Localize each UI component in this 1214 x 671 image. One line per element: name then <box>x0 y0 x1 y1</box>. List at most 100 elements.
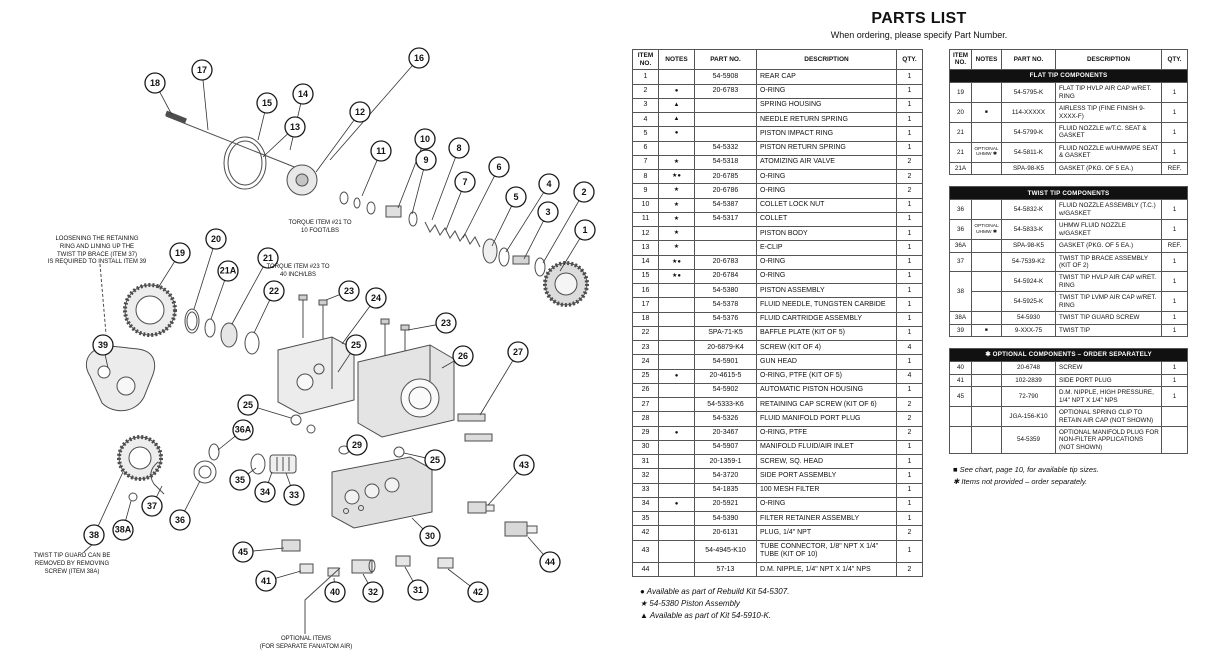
callout-leader-line <box>361 160 378 197</box>
callout-circle <box>424 449 446 471</box>
cell-desc: NEEDLE RETURN SPRING <box>756 112 897 128</box>
callout-circle <box>141 495 163 517</box>
cell-item: 5 <box>632 126 659 142</box>
callout-circle <box>205 228 227 250</box>
cell-qty: 1 <box>896 268 923 285</box>
callout-circle <box>217 260 239 282</box>
callout-circle <box>573 181 595 203</box>
cell-desc: BAFFLE PLATE (KIT OF 5) <box>756 325 897 342</box>
cell-qty: 1 <box>896 439 923 456</box>
cell-qty: 1 <box>1160 361 1189 375</box>
cell-notes <box>658 283 695 299</box>
banner-row: ✱ OPTIONAL COMPONENTS – ORDER SEPARATELY <box>948 347 1189 363</box>
callout-number: 12 <box>355 107 365 117</box>
cell-notes <box>658 140 695 156</box>
callout-number: 1 <box>582 225 587 235</box>
cell-part: 54-5908 <box>694 69 757 85</box>
callout-leader-line <box>403 452 426 459</box>
cell-part: 102-2839 <box>1001 373 1056 388</box>
callout-number: 15 <box>262 98 272 108</box>
callout-35: 35 <box>229 467 257 491</box>
callout-38: 38 <box>83 471 124 546</box>
cell-item: 35 <box>632 511 659 527</box>
cell-part: 20-4615-5 <box>694 368 757 384</box>
callout-leader-line <box>431 157 456 221</box>
cell-qty: 1 <box>1161 102 1188 123</box>
cell-notes <box>971 373 1002 388</box>
callout-20: 20 <box>193 228 227 310</box>
callout-24: 24 <box>341 287 387 345</box>
cell-item: 30 <box>632 439 659 456</box>
callout-circle <box>255 570 277 592</box>
cell-item: 21 <box>949 121 972 143</box>
callout-leader-line <box>125 500 132 521</box>
callout-43: 43 <box>487 454 535 506</box>
callout-circle <box>256 92 278 114</box>
cell-item: 24 <box>632 354 659 370</box>
cell-item: 16 <box>632 283 659 299</box>
section-banner: ✱ OPTIONAL COMPONENTS – ORDER SEPARATELY <box>948 347 1189 363</box>
cell-part: 54-5907 <box>694 439 757 456</box>
callout-19: 19 <box>157 242 191 289</box>
callout-leader-line <box>441 360 455 369</box>
cell-part <box>694 126 757 142</box>
cell-part: 20-6783 <box>694 83 757 99</box>
callout-number: 22 <box>269 286 279 296</box>
cell-desc: TWIST TIP GUARD SCREW <box>1055 311 1162 325</box>
cell-desc: D.M. NIPPLE, 1/4" NPT X 1/4" NPS <box>756 562 897 578</box>
cell-notes: ▲ <box>658 97 695 114</box>
cell-part: 54-5332 <box>694 140 757 156</box>
callout-circle <box>574 219 596 241</box>
callout-circle <box>415 149 437 171</box>
callout-12: 12 <box>315 101 371 173</box>
callout-number: 30 <box>425 531 435 541</box>
column-header: NOTES <box>971 49 1002 70</box>
callout-circle <box>507 341 529 363</box>
callout-11: 11 <box>361 140 392 197</box>
cell-item: 11 <box>632 211 659 228</box>
cell-item: 7 <box>632 154 659 171</box>
cell-desc: TWIST TIP <box>1055 323 1162 337</box>
cell-qty: 1 <box>896 539 923 564</box>
callout-circle <box>467 581 489 603</box>
callout-leader-line <box>315 119 355 173</box>
note-optional-items: OPTIONAL ITEMS (FOR SEPARATE FAN/ATOM AI… <box>259 636 353 650</box>
column-header: PART NO. <box>694 48 757 71</box>
cell-item: 39 <box>949 323 972 337</box>
cell-desc: FLUID MANIFOLD PORT PLUG <box>756 411 897 427</box>
cell-notes <box>658 439 695 456</box>
cell-item: 20 <box>949 102 972 123</box>
callout-3: 3 <box>523 201 559 260</box>
callout-26: 26 <box>441 345 474 369</box>
callout-number: 5 <box>513 192 518 202</box>
cell-qty: 1 <box>896 254 923 270</box>
cell-part: 54-5359 <box>1001 425 1056 455</box>
cell-qty: REF. <box>1160 239 1189 253</box>
cell-desc: FLUID NOZZLE w/T.C. SEAT & GASKET <box>1055 121 1162 143</box>
cell-notes <box>658 311 695 327</box>
cell-qty: 1 <box>1161 141 1188 163</box>
callout-number: 19 <box>175 248 185 258</box>
cell-desc: SPRING HOUSING <box>756 97 897 114</box>
cell-part: 20-6131 <box>694 525 757 541</box>
cell-notes: ■ <box>971 102 1002 123</box>
callout-number: 16 <box>414 53 424 63</box>
callout-circle <box>537 201 559 223</box>
